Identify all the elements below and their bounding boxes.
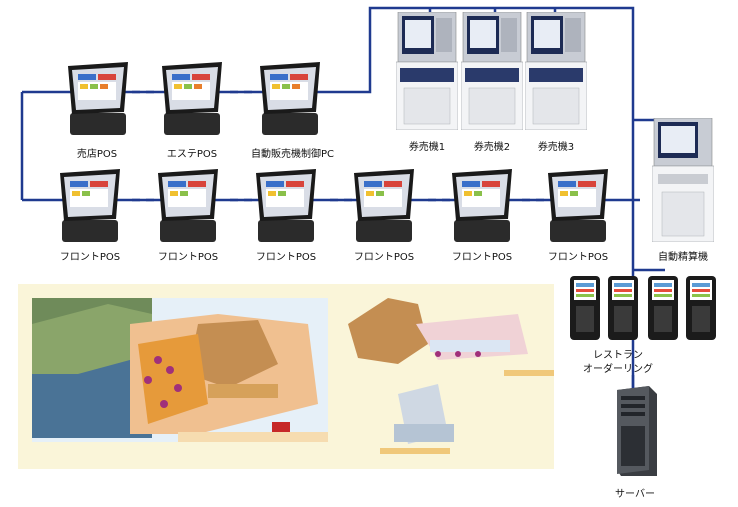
auto-payment-machine — [652, 118, 714, 242]
pos-terminal-front-4 — [344, 165, 424, 247]
handheld-terminal-icon — [568, 274, 718, 344]
pos-terminal-front-6 — [538, 165, 618, 247]
ticket-machine-2 — [461, 12, 523, 130]
label-front-pos-2: フロントPOS — [150, 248, 226, 263]
label-server: サーバー — [605, 485, 665, 500]
pos-terminal-icon — [344, 165, 424, 247]
label-auto-payment: 自動精算機 — [648, 248, 718, 263]
ticket-machine-3 — [525, 12, 587, 130]
label-restaurant: レストラン — [586, 346, 650, 361]
label-ticket-3: 券売機3 — [529, 138, 583, 153]
label-vending-pc: 自動販売機制御PC — [240, 145, 345, 160]
pos-terminal-icon — [246, 165, 326, 247]
pos-terminal-icon — [152, 58, 232, 140]
label-front-pos-3: フロントPOS — [248, 248, 324, 263]
pos-terminal-vending-pc — [250, 58, 330, 140]
label-esthe-pos: エステPOS — [157, 145, 227, 160]
pos-terminal-icon — [50, 165, 130, 247]
pos-terminal-icon — [148, 165, 228, 247]
server-tower-icon — [611, 386, 659, 478]
pos-terminal-esthe — [152, 58, 232, 140]
ticket-machine-icon — [652, 118, 714, 242]
label-front-pos-4: フロントPOS — [346, 248, 422, 263]
pos-terminal-shop — [58, 58, 138, 140]
label-front-pos-1: フロントPOS — [52, 248, 128, 263]
label-ticket-2: 券売機2 — [465, 138, 519, 153]
label-front-pos-5: フロントPOS — [444, 248, 520, 263]
ticket-machine-icon — [461, 12, 523, 130]
label-ticket-1: 券売機1 — [400, 138, 454, 153]
pos-terminal-icon — [538, 165, 618, 247]
ticket-machine-icon — [525, 12, 587, 130]
pos-terminal-front-2 — [148, 165, 228, 247]
label-ordering: オーダーリング — [578, 360, 658, 375]
pos-terminal-front-3 — [246, 165, 326, 247]
pos-terminal-icon — [250, 58, 330, 140]
handheld-terminals — [568, 274, 718, 344]
label-shop-pos: 売店POS — [62, 145, 132, 160]
floor-map-panel — [18, 284, 554, 469]
server — [611, 386, 659, 478]
label-front-pos-6: フロントPOS — [540, 248, 616, 263]
floor-map-illustration — [18, 284, 554, 469]
pos-terminal-icon — [442, 165, 522, 247]
pos-terminal-front-5 — [442, 165, 522, 247]
pos-terminal-front-1 — [50, 165, 130, 247]
ticket-machine-icon — [396, 12, 458, 130]
ticket-machine-1 — [396, 12, 458, 130]
pos-terminal-icon — [58, 58, 138, 140]
